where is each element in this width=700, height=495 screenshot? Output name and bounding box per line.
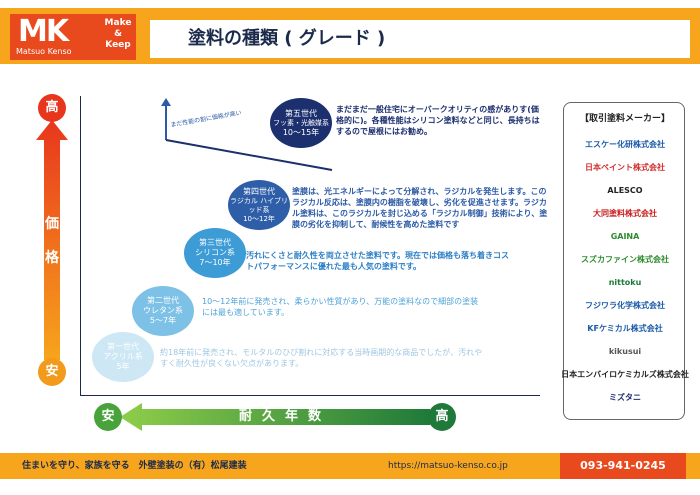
- maker-item: GAINA: [570, 227, 680, 247]
- gen-2-type: ウレタン系: [143, 306, 183, 315]
- page-title: 塗料の種類 ( グレード ): [188, 28, 386, 49]
- generation-1-badge: 第一世代 アクリル系 5年: [92, 332, 154, 382]
- horizontal-axis-line: [80, 395, 540, 396]
- maker-panel: 【取引塗料メーカー】 エスケー化研株式会社日本ペイント株式会社 ALESCO 大同塗…: [561, 102, 689, 420]
- gen-5-name: 第五世代: [285, 108, 317, 118]
- footer-bar: 住まいを守り、家族を守る 外壁塗装の（有）松尾建装 https://matsuo…: [0, 453, 700, 479]
- title-box: 塗料の種類 ( グレード ): [150, 20, 690, 58]
- gen-2-name: 第二世代: [147, 296, 179, 305]
- maker-name: フジワラ化学株式会社: [585, 301, 665, 310]
- logo-name: Matsuo Kenso: [16, 47, 72, 56]
- maker-panel-title: 【取引塗料メーカー】: [579, 114, 670, 124]
- gen-1-desc: 約18年前に発売され、モルタルのひび割れに対応する当時画期的な商品でしたが、汚れ…: [160, 348, 483, 368]
- company-logo[interactable]: MK Matsuo Kenso Make & Keep: [10, 14, 136, 60]
- price-arrow: [36, 120, 68, 360]
- price-high-badge: 高: [38, 94, 66, 122]
- gen-4-type: ラジカル ハイブリッド系: [230, 196, 288, 214]
- footer-phone-link[interactable]: 093-941-0245: [560, 453, 686, 479]
- price-low-badge: 安: [38, 358, 66, 386]
- footer-url-link[interactable]: https://matsuo-kenso.co.jp: [388, 461, 508, 471]
- maker-item: 大同塗料株式会社: [570, 204, 680, 224]
- maker-name: 日本ペイント株式会社: [585, 163, 665, 172]
- price-label-char-1: 価: [45, 216, 59, 232]
- price-label-char-2: 格: [45, 250, 59, 266]
- gen-5-type: フッ素・光触媒系: [273, 118, 329, 127]
- gen-1-type: アクリル系: [103, 352, 143, 361]
- maker-item: ミズタニ: [570, 388, 680, 408]
- maker-name: GAINA: [610, 232, 640, 241]
- gen-3-desc: 汚れにくさと耐久性を両立させた塗料です。現在では価格も落ち着きコストパフォーマン…: [246, 251, 510, 271]
- gen-2-years: 5〜7年: [149, 316, 177, 325]
- maker-name: kikusui: [608, 347, 642, 356]
- durability-high-badge: 高: [428, 403, 456, 431]
- gen-2-desc: 10〜12年前に発売され、柔らかい性質があり、万能の塗料なので細部の塗装には最も…: [202, 297, 479, 317]
- maker-item: エスケー化研株式会社: [570, 135, 680, 155]
- vertical-axis-line: [80, 96, 81, 396]
- generation-5-badge: 第五世代 フッ素・光触媒系 10〜15年: [270, 98, 332, 148]
- maker-name: 大同塗料株式会社: [593, 209, 657, 218]
- gen-4-years: 10〜12年: [243, 214, 275, 223]
- gen-4-desc: 塗膜は、光エネルギーによって分解され、ラジカルを発生します。このラジカル反応は、…: [292, 187, 548, 229]
- maker-name: ミズタニ: [609, 393, 641, 402]
- durability-low-badge: 安: [94, 403, 122, 431]
- gen-3-type: シリコン系: [195, 248, 235, 257]
- maker-name: ALESCO: [607, 186, 643, 195]
- gen-5-desc: まだまだ一般住宅にオーバークオリティの感がありす(価格的に)。各種性能はシリコン…: [336, 105, 540, 136]
- gen-1-years: 5年: [116, 362, 130, 371]
- generation-4-badge: 第四世代 ラジカル ハイブリッド系 10〜12年: [228, 180, 290, 230]
- maker-item: 日本ペイント株式会社: [570, 158, 680, 178]
- logo-mark: MK: [18, 14, 69, 49]
- maker-item: スズカファイン株式会社: [570, 250, 680, 270]
- maker-item: 日本エンバイロケミカルズ株式会社: [561, 365, 689, 385]
- gen-4-name: 第四世代: [243, 186, 275, 196]
- generation-3-badge: 第三世代 シリコン系 7〜10年: [184, 228, 246, 278]
- maker-item: フジワラ化学株式会社: [570, 296, 680, 316]
- maker-item: KFケミカル株式会社: [570, 319, 680, 339]
- maker-item: nittoku: [570, 273, 680, 293]
- footer-slogan: 住まいを守り、家族を守る 外壁塗装の（有）松尾建装: [22, 461, 247, 471]
- maker-name: nittoku: [608, 278, 642, 287]
- maker-item: kikusui: [570, 342, 680, 362]
- gen-1-name: 第一世代: [107, 342, 139, 351]
- gen-5-years: 10〜15年: [282, 127, 320, 137]
- maker-name: エスケー化研株式会社: [585, 140, 665, 149]
- gen-3-years: 7〜10年: [199, 258, 231, 267]
- maker-name: KFケミカル株式会社: [587, 324, 663, 333]
- maker-item: ALESCO: [570, 181, 680, 201]
- trend-arrow: [161, 98, 333, 171]
- logo-slogan: Make & Keep: [104, 18, 132, 50]
- durability-arrow: [120, 403, 430, 431]
- generation-2-badge: 第二世代 ウレタン系 5〜7年: [132, 286, 194, 336]
- gen-3-name: 第三世代: [199, 238, 231, 247]
- maker-name: 日本エンバイロケミカルズ株式会社: [561, 370, 689, 379]
- durability-label: 耐久年数: [238, 409, 331, 424]
- maker-name: スズカファイン株式会社: [581, 255, 669, 264]
